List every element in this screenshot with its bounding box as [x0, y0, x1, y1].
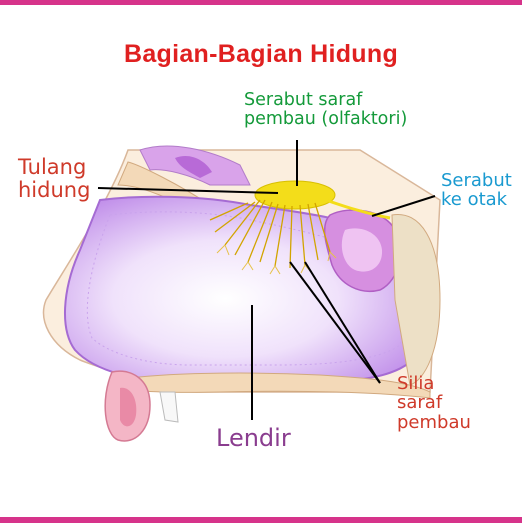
label-fibers-to-brain: Serabut ke otak — [441, 171, 512, 210]
label-cilia-line3: pembau — [397, 411, 471, 433]
label-fibers-line2: ke otak — [441, 189, 508, 211]
leader-cilia-1 — [289, 261, 381, 384]
hard-palate — [129, 372, 431, 399]
label-nasal-bone: Tulang hidung — [18, 156, 90, 201]
label-olfactory-cilia: Silia saraf pembau — [397, 373, 471, 433]
top-border — [0, 0, 522, 5]
olfactory-nerve-fan — [209, 199, 331, 269]
leader-fibers-to-brain — [371, 195, 436, 217]
leader-nasal-bone — [97, 187, 279, 194]
diagram-title: Bagian-Bagian Hidung — [123, 40, 399, 68]
leader-cilia-2 — [304, 261, 381, 384]
label-cilia-line2: saraf — [397, 392, 443, 414]
label-olfactory-nerve-fibers: Serabut saraf pembau (olfaktori) — [244, 91, 407, 129]
olfactory-bulb — [254, 180, 336, 210]
label-olfactory-line1: Serabut saraf — [244, 90, 363, 110]
label-olfactory-line2: pembau (olfaktori) — [244, 108, 408, 129]
label-mucus: Lendir — [216, 424, 291, 452]
bottom-border — [0, 517, 522, 523]
tooth — [159, 391, 179, 423]
label-nasal-bone-line2: hidung — [18, 177, 91, 202]
label-fibers-line1: Serabut — [441, 170, 512, 191]
nerve-fibers-to-brain — [319, 196, 391, 220]
label-cilia-line1: Silia — [397, 373, 435, 394]
leader-lines — [97, 140, 436, 420]
label-nasal-bone-line1: Tulang — [18, 155, 87, 179]
